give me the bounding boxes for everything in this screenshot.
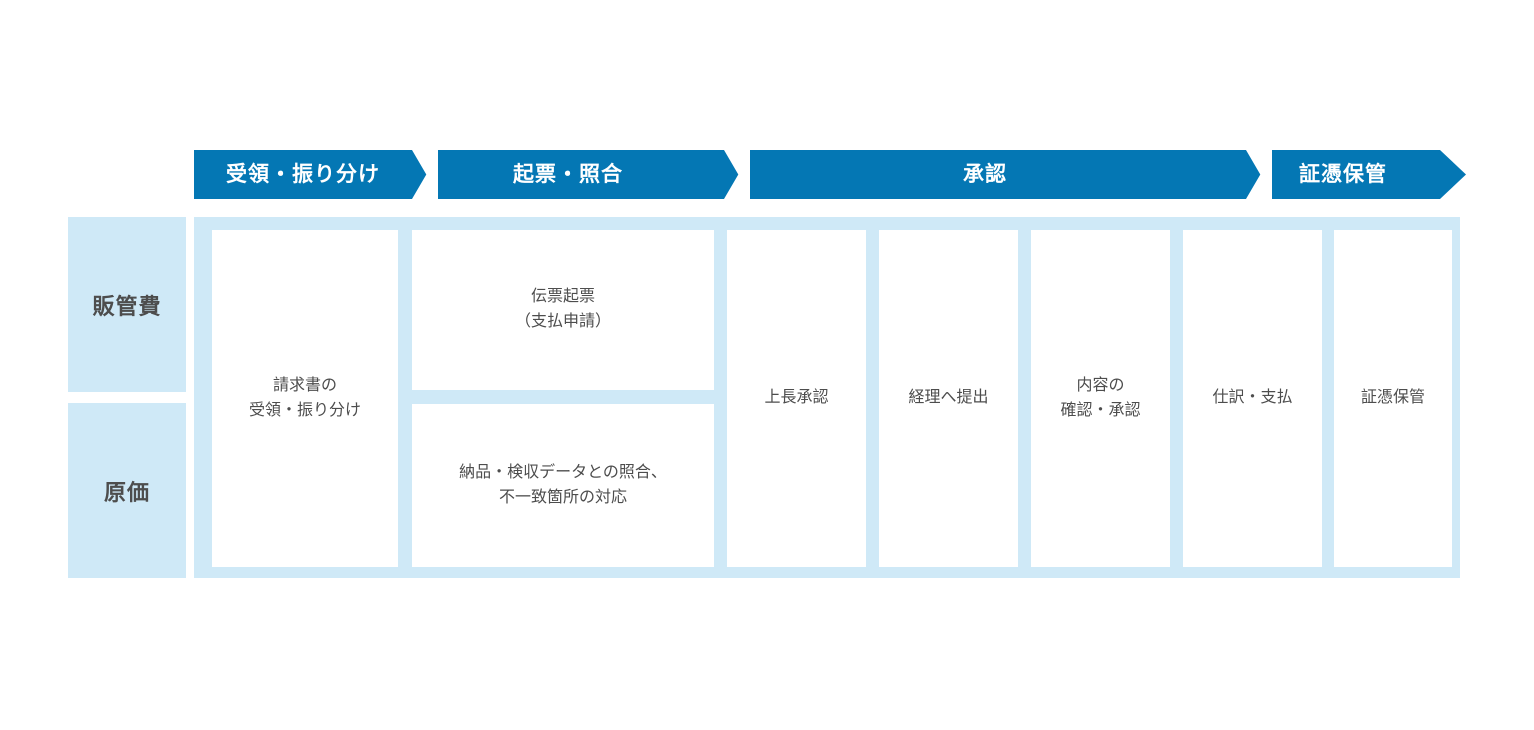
process-box-delivery-matching[interactable]: 納品・検収データとの照合、 不一致箇所の対応: [412, 404, 714, 567]
process-box-submit-to-accounting[interactable]: 経理へ提出: [879, 230, 1018, 567]
row-label-cost-text: 原価: [103, 479, 150, 505]
phase-segment-receipt[interactable]: 受領・振り分け: [194, 150, 412, 199]
process-box-invoice-receipt[interactable]: 請求書の 受領・振り分け: [212, 230, 398, 567]
process-box-content-check-approval-text: 内容の 確認・承認: [1060, 376, 1141, 419]
phase-label-receipt: 受領・振り分け: [226, 163, 380, 186]
row-label-sga: 販管費: [68, 217, 186, 392]
process-box-content-check-approval[interactable]: 内容の 確認・承認: [1031, 230, 1170, 567]
phase-label-entry-matching: 起票・照合: [513, 163, 623, 186]
process-panel: 請求書の 受領・振り分け 伝票起票 （支払申請） 納品・検収データとの照合、 不…: [194, 217, 1460, 578]
process-box-journal-payment-text: 仕訳・支払: [1212, 389, 1293, 407]
phase-label-approval: 承認: [963, 163, 1007, 186]
process-box-invoice-receipt-text: 請求書の 受領・振り分け: [248, 376, 361, 419]
process-box-submit-to-accounting-text: 経理へ提出: [908, 389, 989, 407]
chevron-arrow-end-icon: [1440, 150, 1466, 199]
process-box-evidence-storage-text: 証憑保管: [1360, 389, 1425, 407]
process-box-evidence-storage[interactable]: 証憑保管: [1334, 230, 1452, 567]
process-box-manager-approval[interactable]: 上長承認: [727, 230, 866, 567]
phase-label-storage: 証憑保管: [1299, 163, 1387, 186]
row-label-sga-text: 販管費: [92, 293, 162, 319]
process-box-journal-payment[interactable]: 仕訳・支払: [1183, 230, 1322, 567]
phase-segment-entry-matching[interactable]: 起票・照合: [412, 150, 724, 199]
phase-segment-storage[interactable]: 証憑保管: [1246, 150, 1440, 199]
phase-banner: 受領・振り分け 起票・照合 承認 証憑保管: [194, 150, 1466, 199]
process-box-manager-approval-text: 上長承認: [764, 389, 829, 407]
phase-segment-approval[interactable]: 承認: [724, 150, 1246, 199]
process-box-slip-entry-text: 伝票起票 （支払申請）: [514, 288, 611, 330]
row-label-cost: 原価: [68, 403, 186, 578]
process-box-delivery-matching-text: 納品・検収データとの照合、 不一致箇所の対応: [459, 463, 667, 506]
process-box-slip-entry[interactable]: 伝票起票 （支払申請）: [412, 230, 714, 390]
